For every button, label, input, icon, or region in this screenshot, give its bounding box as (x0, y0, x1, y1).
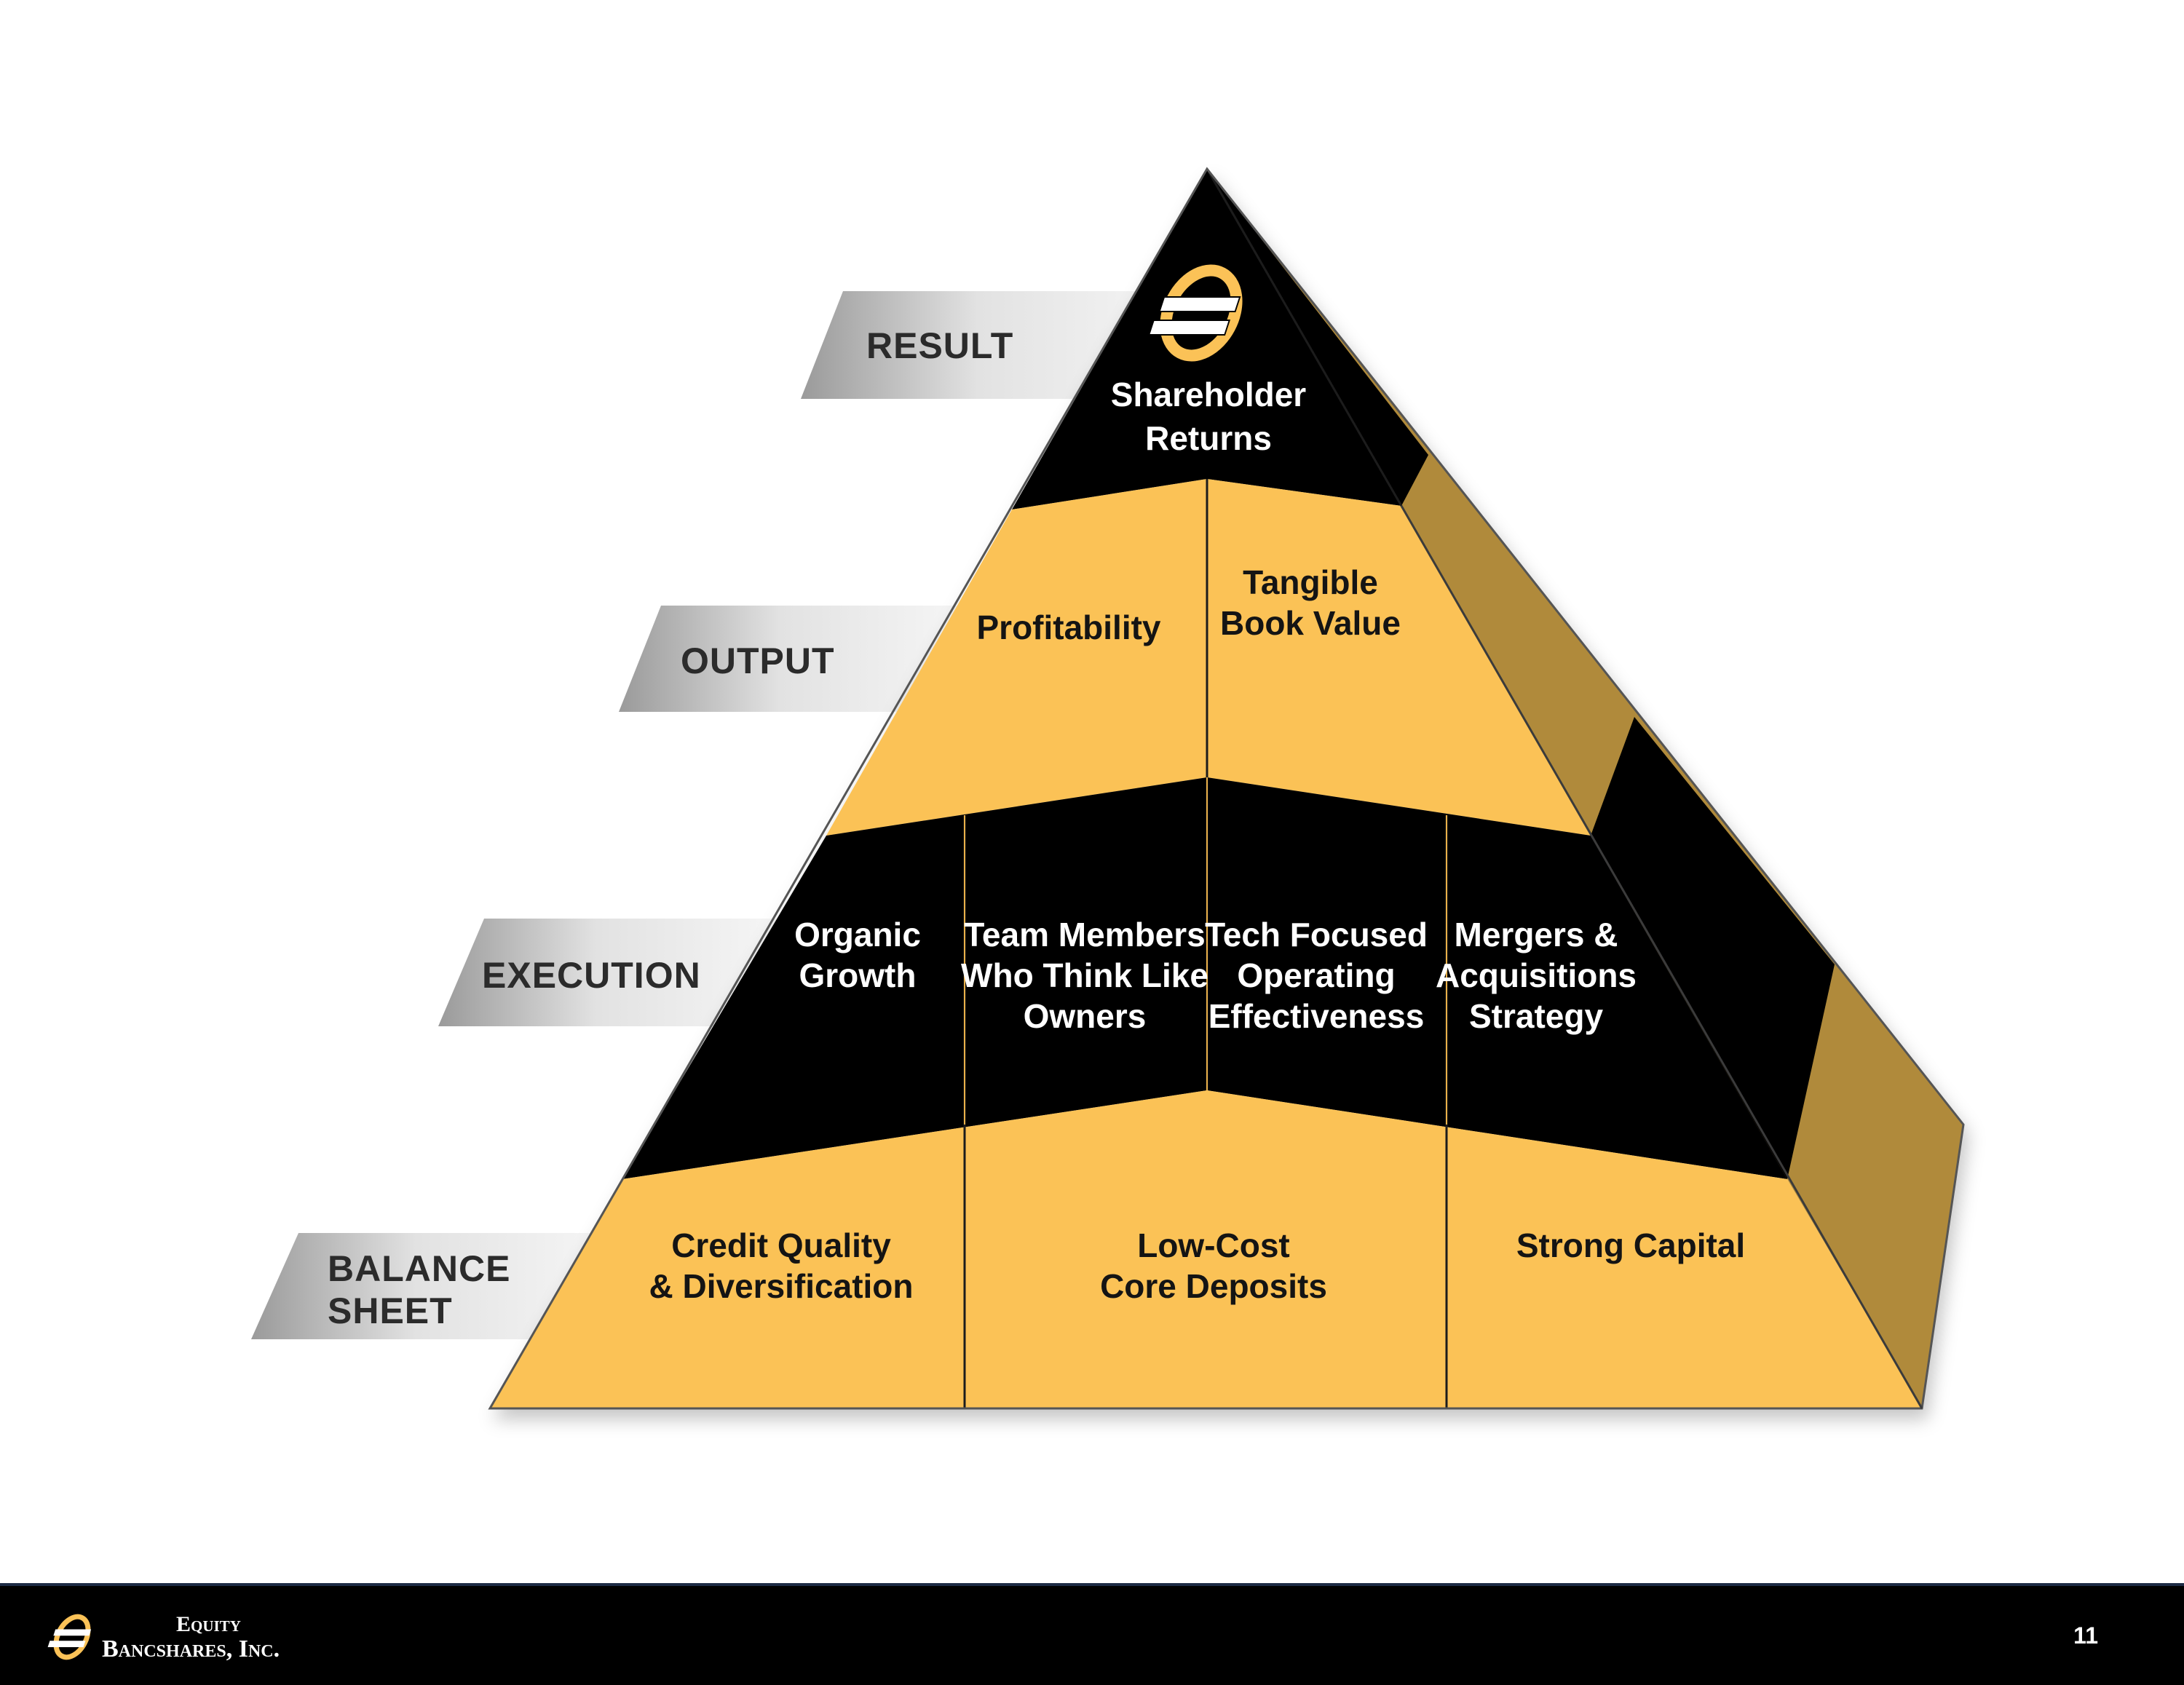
level-tab-output: OUTPUT (619, 606, 976, 712)
level-label-output-line-1: OUTPUT (681, 641, 835, 681)
level-label-output: OUTPUT (681, 641, 835, 681)
level-label-balance-sheet-line-1: BALANCE (328, 1248, 510, 1289)
equity-e-logo-icon (1147, 264, 1243, 362)
cell-mergers-acquisitions-line-3: Strategy (1469, 997, 1603, 1035)
cell-tech-focused-line-3: Effectiveness (1208, 997, 1425, 1035)
pyramid-side-band-top (1207, 169, 1428, 506)
tier-result (1012, 169, 1401, 510)
cell-mergers-acquisitions-line-1: Mergers & (1455, 916, 1618, 953)
cell-tangible-book-value-line-2: Book Value (1220, 604, 1401, 642)
company-name: Equity Bancshares, Inc. (102, 1612, 280, 1662)
cell-organic-growth-line-2: Growth (799, 956, 917, 994)
company-name-line2: Bancshares, Inc. (102, 1636, 280, 1662)
equity-e-logo-icon (47, 1614, 92, 1660)
cell-profitability: Profitability (976, 608, 1160, 646)
cell-mergers-acquisitions-line-2: Acquisitions (1436, 956, 1637, 994)
cell-low-cost-deposits-line-2: Core Deposits (1100, 1267, 1327, 1305)
tier-execution (622, 777, 1787, 1179)
cell-team-members-line-2: Who Think Like (961, 956, 1208, 994)
level-label-result: RESULT (866, 325, 1013, 366)
cell-strong-capital: Strong Capital (1516, 1226, 1745, 1264)
cell-tech-focused-line-1: Tech Focused (1205, 916, 1428, 953)
cell-organic-growth-line-1: Organic (794, 916, 921, 953)
cell-credit-quality-line-2: & Diversification (649, 1267, 914, 1305)
level-tab-execution: EXECUTION (438, 919, 790, 1026)
cell-credit-quality: Credit Quality& Diversification (649, 1226, 914, 1305)
pyramid-side-band-mid (1591, 717, 1835, 1179)
page-number: 11 (2073, 1622, 2098, 1649)
cell-credit-quality-line-1: Credit Quality (671, 1226, 891, 1264)
level-label-execution: EXECUTION (482, 955, 701, 996)
tier-balance-sheet (490, 1090, 1922, 1408)
cell-tangible-book-value-line-1: Tangible (1243, 563, 1378, 601)
cell-team-members-line-3: Owners (1024, 997, 1147, 1035)
cell-shareholder-returns-line-1: Shareholder (1111, 376, 1307, 413)
level-label-result-line-1: RESULT (866, 325, 1013, 366)
pyramid (488, 167, 1965, 1410)
tier-output (826, 479, 1591, 836)
cell-team-members-line-1: Team Members (964, 916, 1206, 953)
cell-tech-focused-line-2: Operating (1237, 956, 1395, 994)
company-name-line1: Equity (176, 1612, 241, 1636)
cell-low-cost-deposits-line-1: Low-Cost (1137, 1226, 1290, 1264)
cell-shareholder-returns-line-2: Returns (1145, 419, 1272, 457)
footer-bar: Equity Bancshares, Inc. 11 (0, 1583, 2184, 1685)
level-label-execution-line-1: EXECUTION (482, 955, 701, 996)
cell-profitability-line-1: Profitability (976, 608, 1160, 646)
level-label-balance-sheet-line-2: SHEET (328, 1290, 453, 1331)
cell-strong-capital-line-1: Strong Capital (1516, 1226, 1745, 1264)
